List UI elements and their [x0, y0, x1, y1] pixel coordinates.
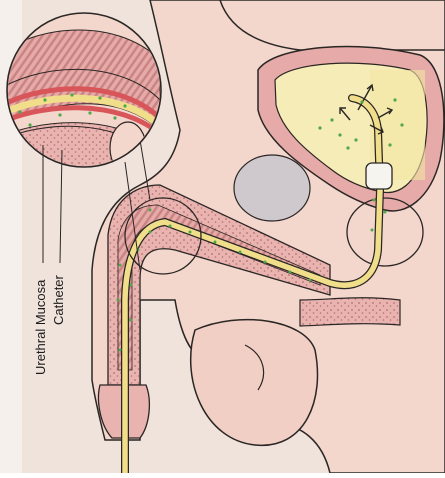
catheter-balloon	[366, 163, 392, 189]
pelvic-floor	[300, 298, 400, 326]
urethral-mucosa-label: Urethral Mucosa	[33, 279, 48, 375]
prostate	[234, 155, 310, 221]
catheter-label: Catheter	[51, 274, 66, 325]
